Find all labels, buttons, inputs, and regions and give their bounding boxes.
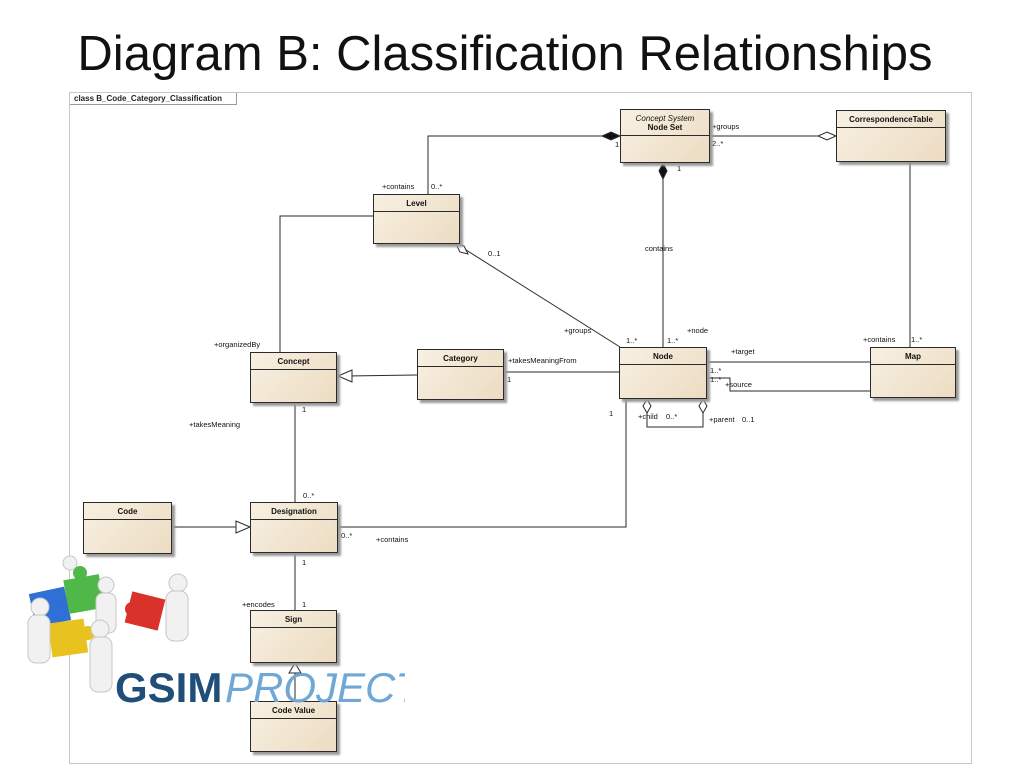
class-level[interactable]: Level: [373, 194, 460, 244]
parent-role-label: +parent: [709, 415, 736, 424]
code-value-name: Code Value: [251, 702, 336, 719]
class-designation[interactable]: Designation: [250, 502, 338, 553]
aggregation-diamond-correspondence: [816, 131, 838, 141]
node-role-label: +node: [687, 326, 708, 335]
child-mult-label: 0..*: [666, 412, 677, 421]
node-set-name: Node Set: [647, 123, 683, 132]
class-sign[interactable]: Sign: [250, 610, 337, 663]
encodes-role-label: +encodes: [242, 600, 275, 609]
correspondence-table-name: CorrespondenceTable: [837, 111, 945, 128]
source-mult-label: 1..*: [710, 375, 721, 384]
category-name: Category: [418, 350, 503, 367]
concept-name: Concept: [251, 353, 336, 370]
slide-title: Diagram B: Classification Relationships: [77, 27, 933, 81]
designation-sign-mult-label: 1: [302, 558, 306, 567]
node-set-stereotype: Concept System: [635, 114, 695, 123]
node-mult-label: 1..*: [667, 336, 678, 345]
groups-role-label: +groups: [712, 122, 740, 131]
groups-mult-label: 2..*: [712, 139, 723, 148]
contains-assoc-label: contains: [645, 244, 673, 253]
parent-mult-label: 0..1: [742, 415, 755, 424]
designation-mult-label: 0..*: [303, 491, 314, 500]
logo-brand-bold: GSIM: [115, 664, 222, 711]
puzzle-figures-icon: [27, 555, 189, 693]
level-node-line: [454, 242, 621, 348]
takes-meaning-from-label: +takesMeaningFrom: [508, 356, 577, 365]
node-groups-role-label: +groups: [564, 326, 592, 335]
target-mult-label: 1..*: [710, 366, 721, 375]
nodeset-level-mult-label: 1: [615, 140, 619, 149]
uml-diagram-frame: class B_Code_Category_Classification: [69, 92, 972, 764]
node-name: Node: [620, 348, 706, 365]
composition-diamond-nodeset-level: [600, 131, 622, 141]
organized-by-label: +organizedBy: [214, 340, 260, 349]
code-name: Code: [84, 503, 171, 520]
level-name: Level: [374, 195, 459, 212]
map-contains-role-label: +contains: [863, 335, 896, 344]
category-concept-line: [346, 374, 418, 377]
map-contains-mult-label: 1..*: [911, 335, 922, 344]
class-concept[interactable]: Concept: [250, 352, 337, 403]
node-designation-mult-label: 1: [609, 409, 613, 418]
class-category[interactable]: Category: [417, 349, 504, 400]
nodeset-level-line: [427, 135, 610, 194]
gsim-project-logo: GSIM PROJECT: [27, 555, 405, 711]
source-role-label: +source: [725, 380, 752, 389]
class-code-value[interactable]: Code Value: [250, 701, 337, 752]
map-name: Map: [871, 348, 955, 365]
generalization-triangle-code-designation: [235, 520, 252, 534]
uml-connectors: +groups 2..* 1 +contains 0..* 1 contains…: [173, 122, 922, 701]
category-mult-label: 1: [507, 375, 511, 384]
target-role-label: +target: [731, 347, 755, 356]
designation-contains-mult-label: 0..*: [341, 531, 352, 540]
designation-name: Designation: [251, 503, 337, 520]
class-code[interactable]: Code: [83, 502, 172, 554]
node-designation-line: [338, 399, 627, 528]
generalization-triangle-category-concept: [336, 369, 353, 383]
class-correspondence-table[interactable]: CorrespondenceTable: [836, 110, 946, 162]
logo-brand-light: PROJECT: [225, 664, 405, 711]
designation-contains-role-label: +contains: [376, 535, 409, 544]
level-concept-line: [279, 215, 373, 352]
composition-diamond-nodeset-node: [658, 161, 668, 181]
encodes-mult-label: 1: [302, 600, 306, 609]
aggregation-diamond-node-child: [642, 397, 652, 415]
class-map[interactable]: Map: [870, 347, 956, 398]
class-node[interactable]: Node: [619, 347, 707, 399]
level-contains-mult-label: 0..*: [431, 182, 442, 191]
level-node-mult-label: 0..1: [488, 249, 501, 258]
takes-meaning-label: +takesMeaning: [189, 420, 240, 429]
frame-label: class B_Code_Category_Classification: [70, 93, 238, 105]
level-contains-role-label: +contains: [382, 182, 415, 191]
node-groups-mult-label: 1..*: [626, 336, 637, 345]
nodeset-node-mult-label: 1: [677, 164, 681, 173]
aggregation-diamond-node-parent: [698, 397, 708, 415]
aggregation-diamond-level-node: [455, 243, 469, 255]
generalization-triangle-codevalue-sign: [288, 662, 302, 674]
concept-mult-label: 1: [302, 405, 306, 414]
sign-name: Sign: [251, 611, 336, 628]
node-map-source-line: [707, 377, 870, 392]
child-role-label: +child: [638, 412, 658, 421]
